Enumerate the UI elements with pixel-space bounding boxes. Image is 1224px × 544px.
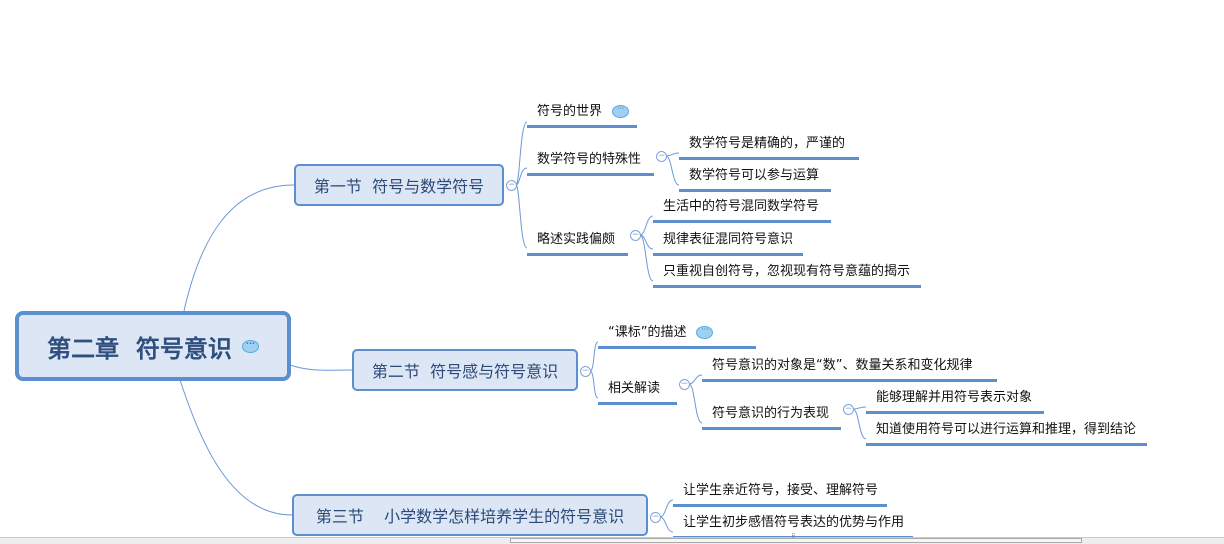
section-2-topic[interactable]: 第二节 符号感与符号意识 [352, 349, 578, 391]
subtopic-practice-bias[interactable]: 略述实践偏颇 [527, 228, 628, 256]
section-1-label: 第一节 符号与数学符号 [313, 177, 485, 196]
leaf[interactable]: 只重视自创符号，忽视现有符号意蕴的揭示 [653, 260, 921, 288]
collapse-toggle-icon[interactable]: − [630, 230, 641, 241]
leaf[interactable]: 规律表征混同符号意识 [653, 228, 803, 256]
scrollbar-thumb[interactable]: ⠿ [510, 533, 1082, 543]
subtopic-interpretation[interactable]: 相关解读 [598, 377, 677, 405]
collapse-toggle-icon[interactable]: − [843, 404, 854, 415]
comment-icon[interactable]: ··· [696, 326, 714, 339]
leaf[interactable]: 知道使用符号可以进行运算和推理，得到结论 [866, 418, 1147, 446]
leaf[interactable]: 数学符号可以参与运算 [679, 164, 831, 192]
leaf[interactable]: 能够理解并用符号表示对象 [866, 386, 1044, 414]
section-1-topic[interactable]: 第一节 符号与数学符号 [294, 164, 504, 206]
collapse-toggle-icon[interactable]: − [656, 151, 667, 162]
collapse-toggle-icon[interactable]: − [506, 180, 517, 191]
subtopic-behavior[interactable]: 符号意识的行为表现 [702, 402, 841, 430]
collapse-toggle-icon[interactable]: − [650, 512, 661, 523]
subtopic-curriculum[interactable]: “课标”的描述··· [598, 321, 756, 349]
comment-icon[interactable]: ··· [612, 105, 630, 118]
section-3-topic[interactable]: 第三节 小学数学怎样培养学生的符号意识 [292, 494, 648, 536]
subtopic-special-nature[interactable]: 数学符号的特殊性 [527, 148, 654, 176]
collapse-toggle-icon[interactable]: − [679, 379, 690, 390]
leaf[interactable]: 数学符号是精确的，严谨的 [679, 132, 859, 160]
central-topic[interactable]: 第二章 符号意识 ··· [15, 311, 291, 381]
leaf[interactable]: 生活中的符号混同数学符号 [653, 195, 831, 223]
subtopic-symbol-world[interactable]: 符号的世界··· [527, 100, 637, 128]
leaf[interactable]: 符号意识的对象是“数”、数量关系和变化规律 [702, 354, 997, 382]
section-3-label: 第三节 小学数学怎样培养学生的符号意识 [315, 507, 625, 526]
collapse-toggle-icon[interactable]: − [580, 366, 591, 377]
section-2-label: 第二节 符号感与符号意识 [371, 362, 559, 381]
leaf[interactable]: 让学生亲近符号，接受、理解符号 [673, 479, 887, 507]
comment-icon[interactable]: ··· [241, 339, 259, 353]
scrollbar-grip-icon: ⠿ [791, 533, 796, 540]
central-topic-label: 第二章 符号意识 [47, 334, 232, 363]
